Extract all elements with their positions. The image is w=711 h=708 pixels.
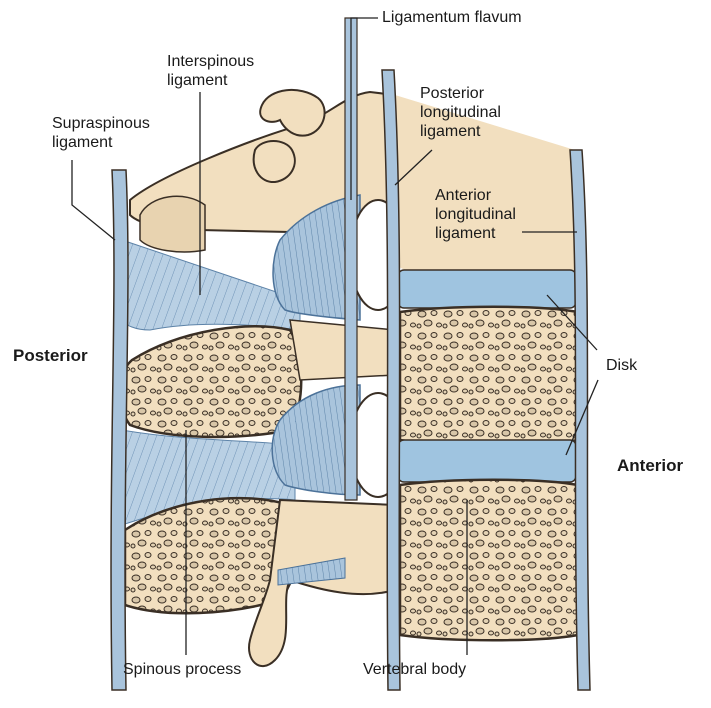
label-interspinous-ligament: Interspinous ligament <box>167 52 254 90</box>
vertebral-body-middle <box>400 307 578 446</box>
label-ligamentum-flavum: Ligamentum flavum <box>382 8 522 27</box>
upper-spinous-tip <box>140 196 205 252</box>
label-anterior-longitudinal-ligament: Anterior longitudinal ligament <box>435 186 516 243</box>
articular-process <box>254 141 295 182</box>
leader-supraspinous <box>72 160 115 240</box>
label-posterior-longitudinal-ligament: Posterior longitudinal ligament <box>420 84 501 141</box>
vertebral-body-lower <box>400 480 578 641</box>
label-posterior: Posterior <box>13 346 88 365</box>
pedicle-middle <box>290 320 395 380</box>
label-anterior: Anterior <box>617 456 683 475</box>
superior-facet <box>260 90 324 136</box>
label-supraspinous-ligament: Supraspinous ligament <box>52 114 150 152</box>
spinous-process-middle <box>119 326 301 437</box>
disk-lower <box>398 440 576 482</box>
label-vertebral-body: Vertebral body <box>363 660 466 679</box>
supraspinous-ligament <box>111 170 128 690</box>
label-disk: Disk <box>606 356 637 375</box>
label-spinous-process: Spinous process <box>123 660 241 679</box>
disk-upper <box>398 270 576 308</box>
